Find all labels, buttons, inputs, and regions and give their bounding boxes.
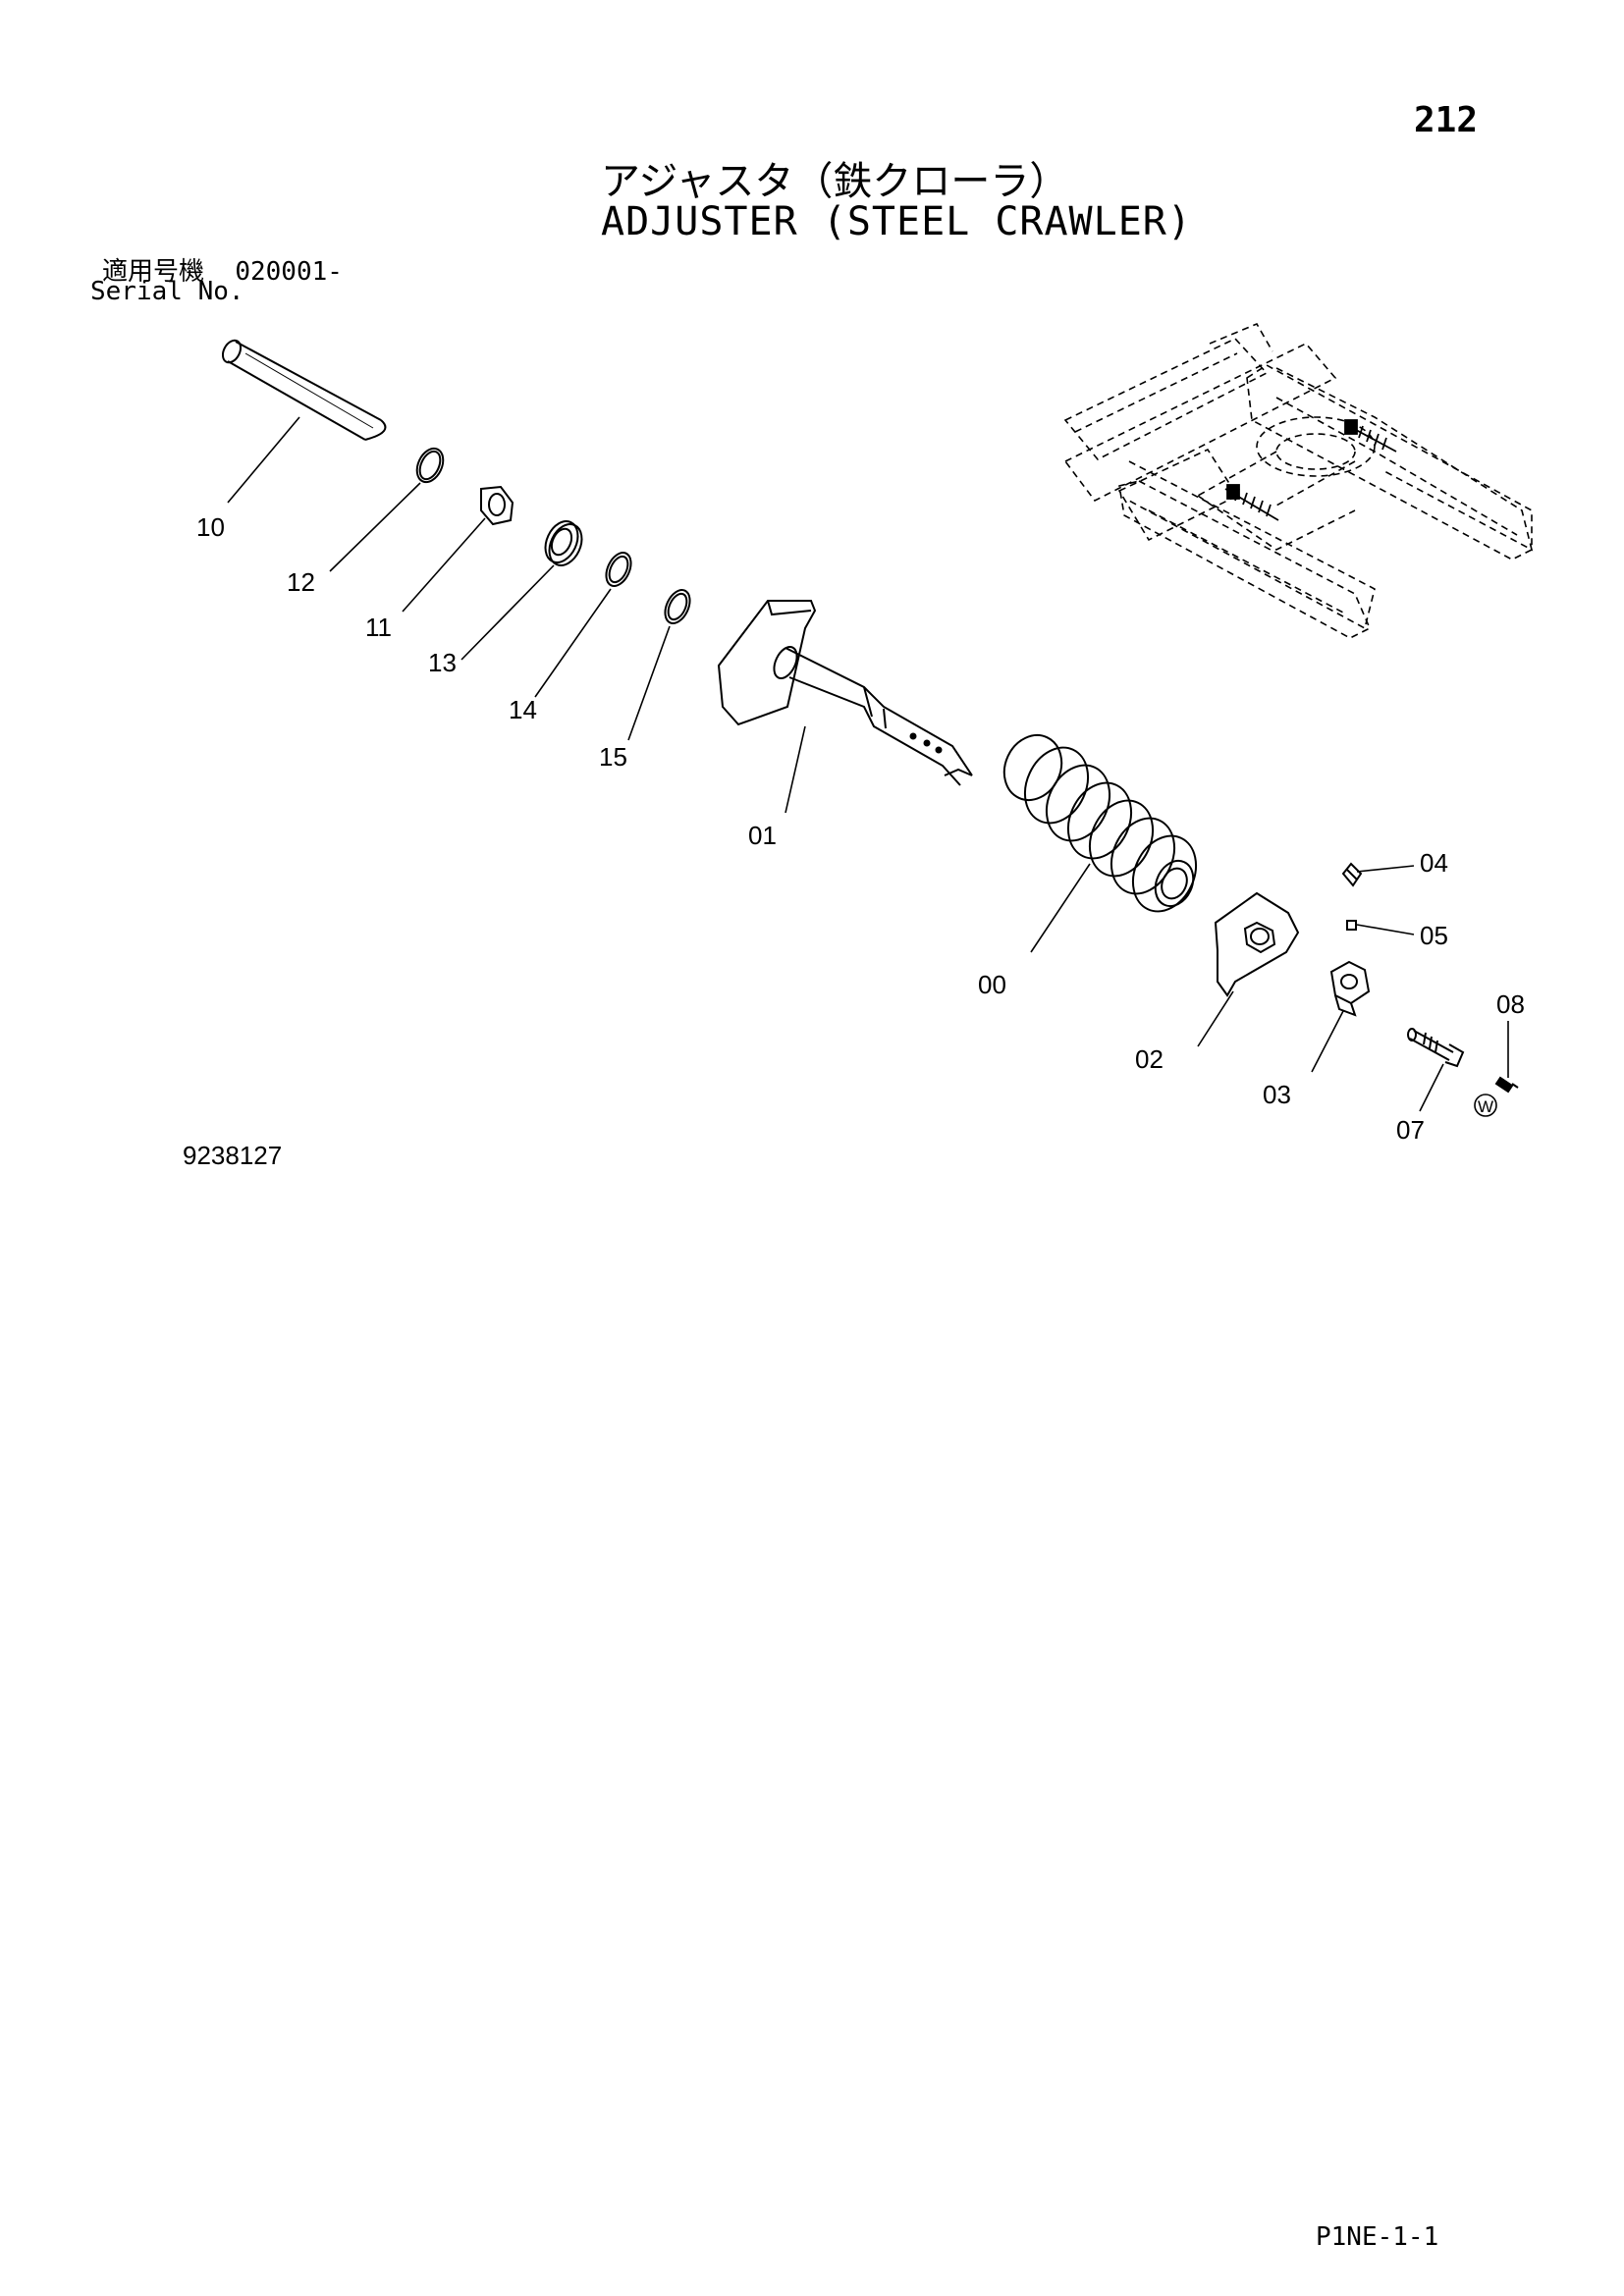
part-07-valve-icon <box>1407 1028 1465 1068</box>
callout-08: 08 <box>1496 989 1525 1019</box>
serial-label-japanese: 適用号機 020001- <box>102 251 343 288</box>
part-14-ring-icon <box>605 552 632 587</box>
part-01-yoke-icon <box>717 600 973 786</box>
inset-adjuster-icon-lower <box>1224 484 1279 521</box>
part-13-washer-icon <box>544 520 583 566</box>
callout-14: 14 <box>509 695 537 724</box>
figure-code: 9238127 <box>183 1141 283 1170</box>
serial-value: 020001- <box>235 257 343 287</box>
serial-label-english: Serial No. <box>90 277 244 306</box>
callout-05: 05 <box>1420 921 1448 950</box>
callout-11: 11 <box>365 613 392 642</box>
part-05-washer-icon <box>1346 920 1357 931</box>
part-02-bracket-icon <box>1214 891 1300 997</box>
callout-03: 03 <box>1263 1080 1291 1109</box>
part-00-spring-icon <box>1002 733 1198 913</box>
undercarriage-inset-icon <box>1063 322 1534 639</box>
callout-04: 04 <box>1420 848 1448 878</box>
part-10-rod-icon <box>221 339 387 441</box>
callout-15: 15 <box>599 742 627 772</box>
footer-code: P1NE-1-1 <box>1316 2222 1439 2252</box>
part-15-ring-icon <box>664 589 691 624</box>
part-04-grease-fitting-icon <box>1341 862 1363 887</box>
w-symbol-label: W <box>1478 1097 1493 1116</box>
part-11-nut-icon <box>480 485 514 526</box>
inset-adjuster-icon-upper <box>1344 419 1397 453</box>
callout-01: 01 <box>748 821 777 850</box>
leader-lines <box>227 416 1509 1112</box>
callout-10: 10 <box>196 512 225 542</box>
title-japanese: アジャスタ（鉄クローラ） <box>601 159 1069 204</box>
callout-13: 13 <box>428 648 457 677</box>
callout-12: 12 <box>287 567 315 597</box>
callout-02: 02 <box>1135 1044 1164 1074</box>
callout-07: 07 <box>1396 1115 1425 1145</box>
page-number: 212 <box>1414 100 1479 140</box>
w-symbol-circle-icon <box>1474 1094 1497 1117</box>
part-08-bolt-icon <box>1494 1076 1519 1094</box>
part-12-snap-ring-icon <box>415 447 445 484</box>
callout-00: 00 <box>978 970 1006 999</box>
serial-label-ja-text: 適用号機 <box>102 257 205 287</box>
title-english: ADJUSTER (STEEL CRAWLER) <box>601 199 1192 244</box>
part-03-hex-nut-icon <box>1329 960 1371 1017</box>
